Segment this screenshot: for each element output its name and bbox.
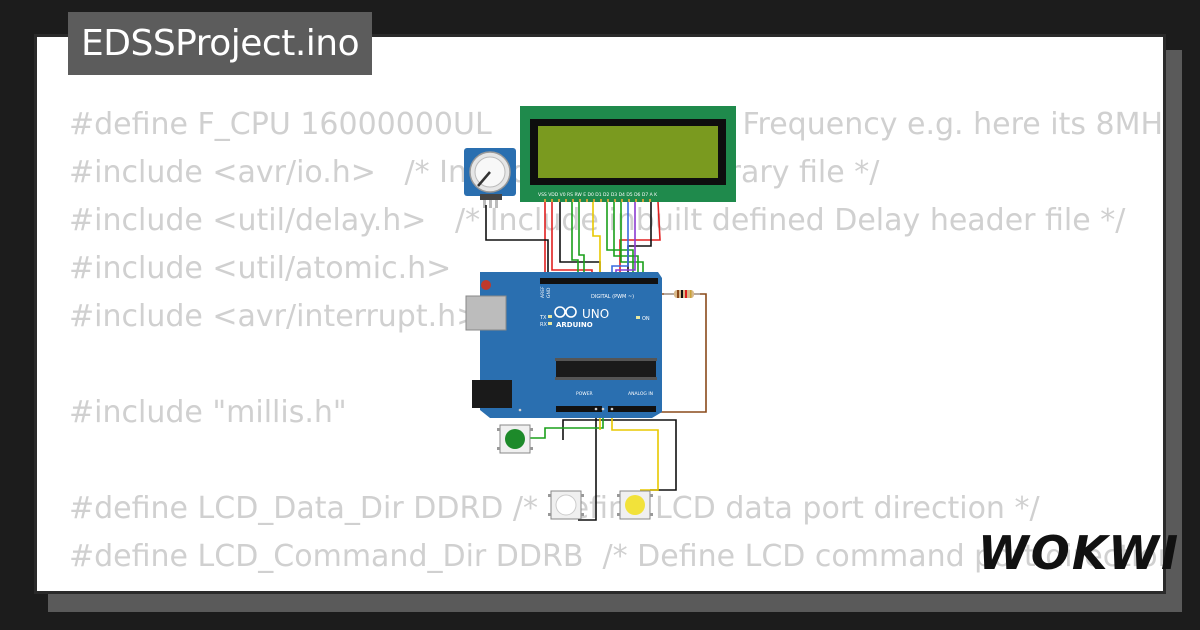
- lcd-pins: [544, 199, 651, 202]
- lcd-display[interactable]: VSS VDD V0 RS RW E D0 D1 D2 D3 D4 D5 D6 …: [520, 106, 736, 202]
- digital-header: [540, 278, 658, 284]
- potentiometer-knob-indicator: [477, 171, 491, 187]
- resistor[interactable]: [664, 290, 700, 298]
- code-line: #define LCD_Data_Dir DDRD /* Define LCD …: [69, 491, 1040, 526]
- digital-header-label: DIGITAL (PWM ~): [591, 294, 634, 300]
- potentiometer[interactable]: [464, 148, 516, 208]
- usb-port: [465, 295, 507, 331]
- power-jack: [472, 380, 512, 408]
- pushbutton-green[interactable]: [497, 424, 533, 454]
- arduino-model-label: UNO: [582, 307, 609, 321]
- gnd-label: GND: [546, 287, 552, 298]
- on-led-label: ON: [642, 316, 650, 322]
- on-led: [636, 316, 640, 319]
- rx-led-label: RX: [540, 322, 547, 328]
- project-title[interactable]: EDSSProject.ino: [68, 12, 373, 75]
- code-line: #include <avr/interrupt.h>: [69, 299, 482, 334]
- wires: [485, 201, 707, 521]
- lcd-pin-labels: VSS VDD V0 RS RW E D0 D1 D2 D3 D4 D5 D6 …: [538, 192, 658, 198]
- pushbutton-white[interactable]: [548, 490, 584, 520]
- rx-led: [548, 322, 552, 325]
- code-line: #include "millis.h": [69, 395, 347, 430]
- code-line: #define LCD_Data_Port PORTD /* Define LC…: [69, 581, 1163, 591]
- aref-label: AREF: [540, 286, 546, 298]
- reset-button[interactable]: [481, 280, 491, 290]
- analog-header-label: ANALOG IN: [628, 391, 653, 397]
- arduino-uno-board[interactable]: DIGITAL (PWM ~) AREF GND ARDUINO UNO TX …: [465, 272, 662, 418]
- power-header-label: POWER: [576, 391, 593, 397]
- arduino-brand-label: ARDUINO: [556, 321, 593, 329]
- wokwi-logo[interactable]: WOKWI: [978, 526, 1181, 580]
- tx-led-label: TX: [539, 315, 547, 321]
- pushbutton-yellow[interactable]: [617, 490, 653, 520]
- code-line: #include <util/atomic.h>: [69, 251, 452, 286]
- analog-header: [608, 406, 656, 412]
- tx-led: [548, 315, 552, 318]
- power-header: [556, 406, 602, 412]
- microcontroller-chip: [556, 358, 656, 380]
- lcd-screen: [538, 126, 718, 178]
- arduino-logo-icon: [554, 306, 577, 318]
- code-line: #include <util/delay.h> /* Include inbui…: [69, 203, 1126, 238]
- code-line: #define LCD_Command_Dir DDRB /* Define L…: [69, 539, 1166, 574]
